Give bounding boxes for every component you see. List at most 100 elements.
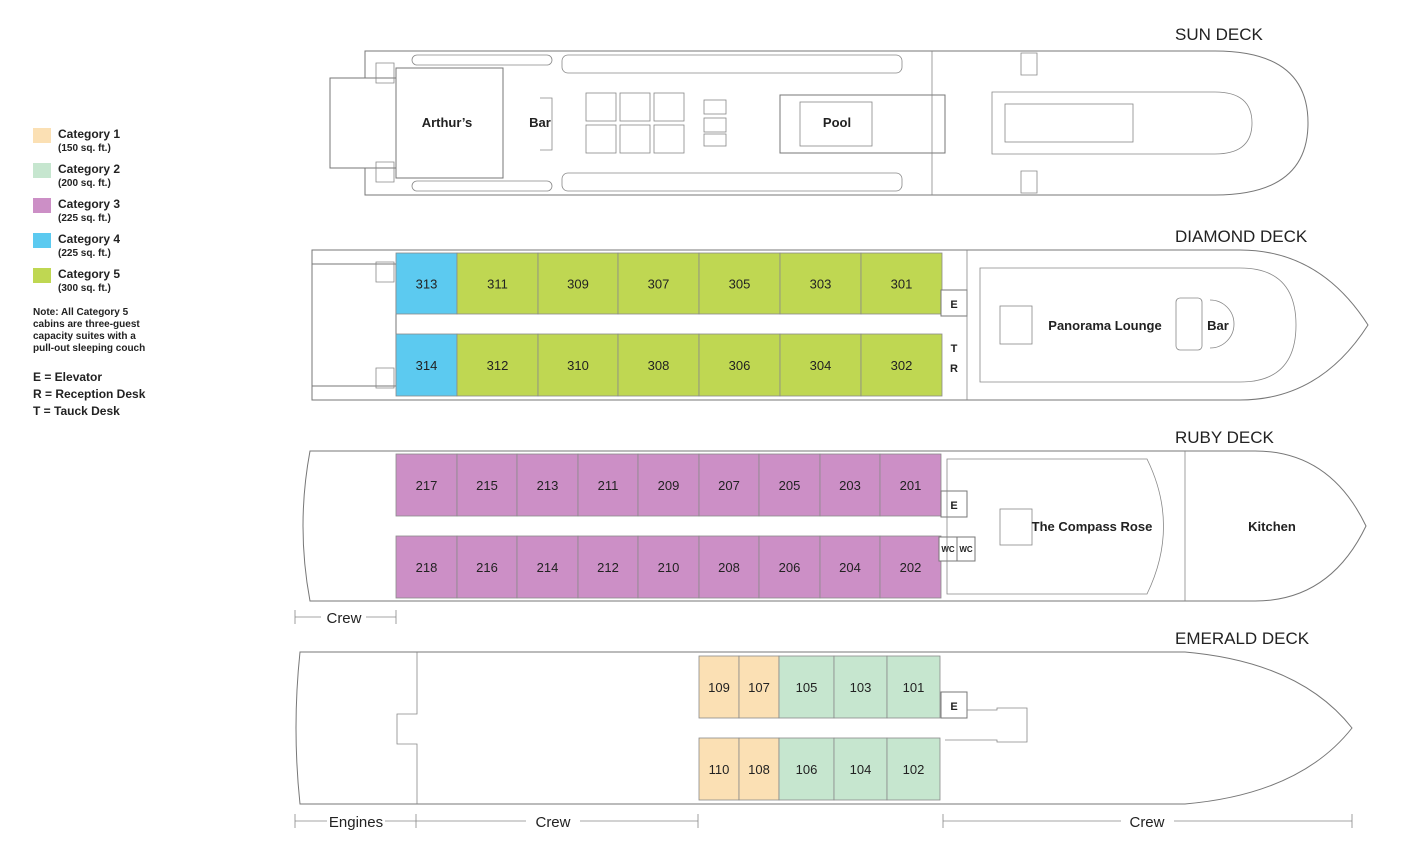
- cabin-309[interactable]: [537, 252, 619, 315]
- cabin-106[interactable]: [778, 737, 835, 801]
- cabin-302[interactable]: [860, 333, 943, 397]
- cabin-number: 312: [487, 358, 509, 373]
- cabin-number: 216: [476, 560, 498, 575]
- cabin-104[interactable]: [833, 737, 888, 801]
- emerald-zone-brackets: [294, 814, 1353, 828]
- cabin-number: 307: [648, 277, 670, 292]
- abbr-tauck: T = Tauck Desk: [33, 404, 120, 418]
- cabin-number: 104: [850, 762, 872, 777]
- cabin-205[interactable]: [758, 453, 821, 517]
- cabin-213[interactable]: [516, 453, 579, 517]
- cabin-313[interactable]: [395, 252, 458, 315]
- cabin-number: 303: [810, 277, 832, 292]
- legend-swatch: [33, 268, 51, 283]
- cabin-202[interactable]: [879, 535, 942, 599]
- cabin-number: 203: [839, 478, 861, 493]
- cabin-number: 213: [537, 478, 559, 493]
- legend-item-category-3: Category 3 (225 sq. ft.): [33, 196, 183, 231]
- cabin-number: 204: [839, 560, 861, 575]
- cabin-211[interactable]: [577, 453, 639, 517]
- cabin-312[interactable]: [456, 333, 539, 397]
- ruby-deck-title: RUBY DECK: [1175, 428, 1275, 447]
- diamond-deck-title: DIAMOND DECK: [1175, 227, 1308, 246]
- pool-area: [779, 94, 946, 154]
- cabin-203[interactable]: [819, 453, 881, 517]
- cabin-number: 211: [598, 478, 619, 493]
- cabin-number: 217: [416, 478, 438, 493]
- cabin-number: 202: [900, 560, 922, 575]
- emerald-stairs: [945, 707, 1028, 743]
- legend-area: (225 sq. ft.): [58, 248, 111, 259]
- legend-area: (225 sq. ft.): [58, 213, 111, 224]
- cabin-308[interactable]: [617, 333, 700, 397]
- cabin-216[interactable]: [456, 535, 518, 599]
- ruby-elevator: [940, 490, 968, 518]
- legend-area: (150 sq. ft.): [58, 143, 111, 154]
- sun-loungers: [411, 54, 903, 192]
- legend-label: Category 4: [58, 232, 121, 246]
- cabin-311[interactable]: [456, 252, 539, 315]
- engines-label: Engines: [329, 814, 383, 831]
- sun-deck: SUN DECK Arthur’s Bar Pool: [329, 25, 1309, 196]
- cabin-102[interactable]: [886, 737, 941, 801]
- legend-label: Category 3: [58, 197, 121, 211]
- cabin-217[interactable]: [395, 453, 458, 517]
- legend-area: (200 sq. ft.): [58, 178, 111, 189]
- cabin-number: 208: [718, 560, 740, 575]
- diamond-elevator: [940, 289, 968, 317]
- cabin-303[interactable]: [779, 252, 862, 315]
- reception-desk-label: R: [950, 363, 958, 375]
- legend-label: Category 1: [58, 127, 121, 141]
- lounge-bar-counter: [1175, 297, 1203, 351]
- ruby-crew-bracket: [294, 610, 397, 624]
- cabin-301[interactable]: [860, 252, 943, 315]
- emerald-elevator-label: E: [950, 701, 957, 713]
- cabin-305[interactable]: [698, 252, 781, 315]
- cabin-206[interactable]: [758, 535, 821, 599]
- abbr-reception: R = Reception Desk: [33, 387, 146, 401]
- restaurant-stairs: [999, 508, 1033, 546]
- cabin-number: 311: [487, 277, 508, 292]
- cabin-109[interactable]: [698, 655, 740, 719]
- cabin-number: 314: [416, 358, 438, 373]
- cabin-107[interactable]: [738, 655, 780, 719]
- cabin-110[interactable]: [698, 737, 740, 801]
- legend-label: Category 5: [58, 267, 121, 281]
- cabin-314[interactable]: [395, 333, 458, 397]
- cabin-210[interactable]: [637, 535, 700, 599]
- cabin-204[interactable]: [819, 535, 881, 599]
- cabin-207[interactable]: [698, 453, 760, 517]
- cabin-number: 207: [718, 478, 740, 493]
- cabin-201[interactable]: [879, 453, 942, 517]
- legend-label: Category 2: [58, 162, 121, 176]
- cabin-307[interactable]: [617, 252, 700, 315]
- cabin-number: 108: [748, 762, 770, 777]
- sun-forward-area: [991, 91, 1253, 155]
- cabin-310[interactable]: [537, 333, 619, 397]
- cabin-218[interactable]: [395, 535, 458, 599]
- wc-2: [956, 536, 976, 562]
- arthurs-label: Arthur’s: [422, 115, 473, 130]
- legend-swatch: [33, 198, 51, 213]
- lounge-bar-arc: [1209, 299, 1235, 349]
- cabin-number: 309: [567, 277, 589, 292]
- cabin-number: 205: [779, 478, 801, 493]
- cabin-306[interactable]: [698, 333, 781, 397]
- engine-room-wall: [396, 652, 418, 804]
- cabin-215[interactable]: [456, 453, 518, 517]
- emerald-crew-fore-label: Crew: [1129, 814, 1164, 831]
- cabin-212[interactable]: [577, 535, 639, 599]
- cabin-209[interactable]: [637, 453, 700, 517]
- cabin-number: 109: [708, 680, 730, 695]
- cabin-101[interactable]: [886, 655, 941, 719]
- cabin-103[interactable]: [833, 655, 888, 719]
- cabin-214[interactable]: [516, 535, 579, 599]
- tauck-desk-label: T: [951, 343, 958, 355]
- sun-loungers-fore: [1004, 103, 1134, 143]
- sun-deck-title: SUN DECK: [1175, 25, 1264, 44]
